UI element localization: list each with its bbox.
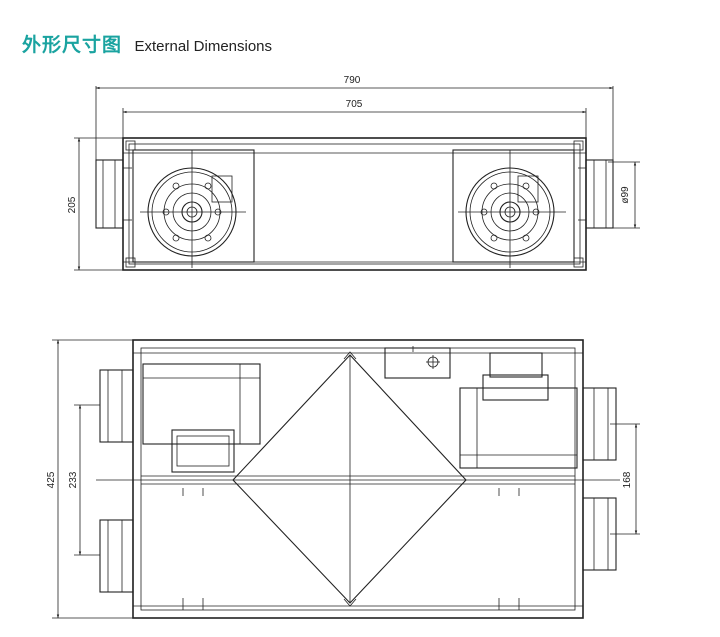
right-fan-top	[452, 149, 575, 268]
dim-width-overall: 790	[95, 75, 614, 160]
dim-width-body-label: 705	[346, 99, 363, 110]
left-fan-top	[132, 149, 255, 268]
control-box	[384, 346, 451, 379]
dim-left-port-spacing: 233	[68, 404, 100, 556]
dim-height-top-label: 205	[67, 196, 78, 213]
title-english: External Dimensions	[134, 38, 273, 55]
right-lower-port	[582, 497, 617, 571]
left-duct-top	[95, 159, 132, 229]
page-title: 外形尺寸图 External Dimensions	[22, 30, 272, 57]
right-upper-port	[582, 387, 617, 461]
right-duct-top	[578, 159, 614, 229]
dim-height-top: 205	[67, 137, 128, 271]
top-view: 790 705 205 ø99	[67, 75, 640, 271]
dim-height-overall-label: 425	[46, 471, 57, 488]
dim-left-port-spacing-label: 233	[68, 471, 79, 488]
dim-right-port-spacing: 168	[610, 423, 640, 535]
right-fan-front	[459, 352, 578, 469]
dim-right-port-spacing-label: 168	[622, 471, 633, 488]
left-fan-front	[142, 363, 261, 473]
heat-exchanger-core	[232, 351, 467, 607]
bottom-fasteners	[182, 488, 520, 610]
dim-width-overall-label: 790	[344, 75, 361, 86]
dim-height-overall: 425	[46, 339, 135, 619]
dim-duct-diameter-label: ø99	[620, 186, 631, 204]
title-chinese: 外形尺寸图	[22, 35, 123, 56]
left-lower-port	[99, 519, 134, 593]
left-upper-port	[99, 369, 134, 443]
front-view: 425 233 168	[46, 339, 640, 619]
